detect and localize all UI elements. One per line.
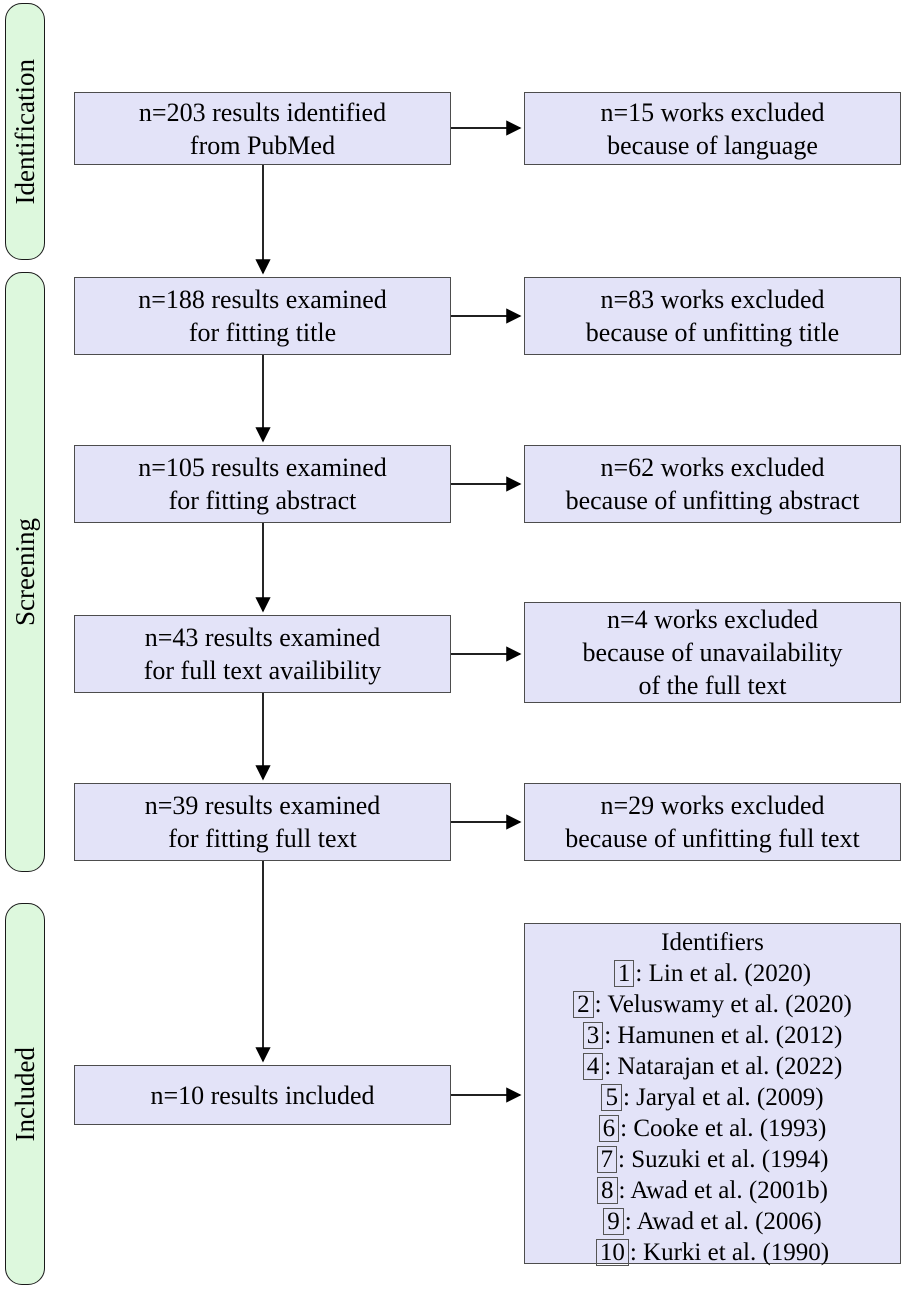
- identifier-ref: : Awad et al. (2001b): [618, 1177, 828, 1204]
- identifier-ref: : Veluswamy et al. (2020): [594, 991, 852, 1018]
- box-examined-title: n=188 results examined for fitting title: [74, 277, 451, 355]
- identifier-item: 2: Veluswamy et al. (2020): [525, 989, 900, 1020]
- identifier-ref: : Suzuki et al. (1994): [618, 1146, 829, 1173]
- stage-label-screening: Screening: [5, 272, 45, 872]
- identifier-ref: : Hamunen et al. (2012): [604, 1022, 843, 1049]
- identifier-ref: : Awad et al. (2006): [624, 1208, 822, 1235]
- stage-label-text: Included: [9, 1046, 40, 1142]
- box-examined-abstract: n=105 results examined for fitting abstr…: [74, 445, 451, 523]
- identifier-number-badge: 4: [582, 1053, 604, 1080]
- box-text: n=203 results identified from PubMed: [138, 97, 387, 160]
- box-excluded-unfitting-abstract: n=62 works excluded because of unfitting…: [524, 445, 901, 523]
- identifier-number-badge: 1: [613, 960, 635, 987]
- box-identified-pubmed: n=203 results identified from PubMed: [74, 92, 451, 165]
- identifier-item: 8: Awad et al. (2001b): [525, 1175, 900, 1206]
- box-results-included: n=10 results included: [74, 1065, 451, 1125]
- identifier-item: 1: Lin et al. (2020): [525, 958, 900, 989]
- stage-label-text: Identification: [9, 58, 40, 205]
- box-text: n=4 works excluded because of unavailabi…: [582, 605, 843, 700]
- identifier-item: 4: Natarajan et al. (2022): [525, 1051, 900, 1082]
- identifiers-box: Identifiers 1: Lin et al. (2020) 2: Velu…: [524, 923, 901, 1266]
- identifier-ref: : Jaryal et al. (2009): [622, 1084, 824, 1111]
- box-text: n=39 results examined for fitting full t…: [144, 791, 381, 853]
- box-text: n=43 results examined for full text avai…: [143, 623, 382, 685]
- box-excluded-unfitting-title: n=83 works excluded because of unfitting…: [524, 277, 901, 355]
- box-text: n=188 results examined for fitting title: [138, 285, 387, 347]
- identifier-item: 10: Kurki et al. (1990): [525, 1237, 900, 1268]
- box-text: n=15 works excluded because of language: [600, 97, 825, 160]
- identifier-item: 9: Awad et al. (2006): [525, 1206, 900, 1237]
- identifier-item: 3: Hamunen et al. (2012): [525, 1020, 900, 1051]
- identifier-number-badge: 7: [596, 1146, 618, 1173]
- identifier-ref: : Cooke et al. (1993): [620, 1115, 827, 1142]
- identifier-ref: : Natarajan et al. (2022): [604, 1053, 843, 1080]
- identifier-number-badge: 3: [582, 1022, 604, 1049]
- box-text: n=83 works excluded because of unfitting…: [585, 285, 840, 347]
- box-excluded-language: n=15 works excluded because of language: [524, 92, 901, 165]
- identifier-item: 7: Suzuki et al. (1994): [525, 1144, 900, 1175]
- identifier-item: 6: Cooke et al. (1993): [525, 1113, 900, 1144]
- identifier-number-badge: 2: [573, 991, 594, 1018]
- identifier-number-badge: 6: [598, 1115, 620, 1142]
- stage-label-identification: Identification: [5, 3, 45, 260]
- stage-label-included: Included: [5, 903, 45, 1285]
- identifier-item: 5: Jaryal et al. (2009): [525, 1082, 900, 1113]
- identifier-number-badge: 10: [595, 1239, 629, 1266]
- identifier-ref: : Kurki et al. (1990): [629, 1239, 830, 1266]
- stage-label-text: Screening: [9, 518, 40, 626]
- box-text: n=105 results examined for fitting abstr…: [138, 453, 387, 515]
- identifier-number-badge: 8: [597, 1177, 618, 1204]
- identifier-number-badge: 9: [603, 1208, 624, 1235]
- identifiers-title: Identifiers: [661, 929, 764, 956]
- box-excluded-unavailability: n=4 works excluded because of unavailabi…: [524, 602, 901, 703]
- box-examined-fitting-fulltext: n=39 results examined for fitting full t…: [74, 783, 451, 861]
- box-excluded-unfitting-fulltext: n=29 works excluded because of unfitting…: [524, 783, 901, 861]
- identifier-number-badge: 5: [601, 1084, 622, 1111]
- identifier-ref: : Lin et al. (2020): [635, 960, 812, 987]
- box-text: n=10 results included: [150, 1080, 375, 1110]
- box-text: n=62 works excluded because of unfitting…: [565, 453, 860, 515]
- box-text: n=29 works excluded because of unfitting…: [565, 791, 860, 853]
- box-examined-fulltext-availability: n=43 results examined for full text avai…: [74, 615, 451, 693]
